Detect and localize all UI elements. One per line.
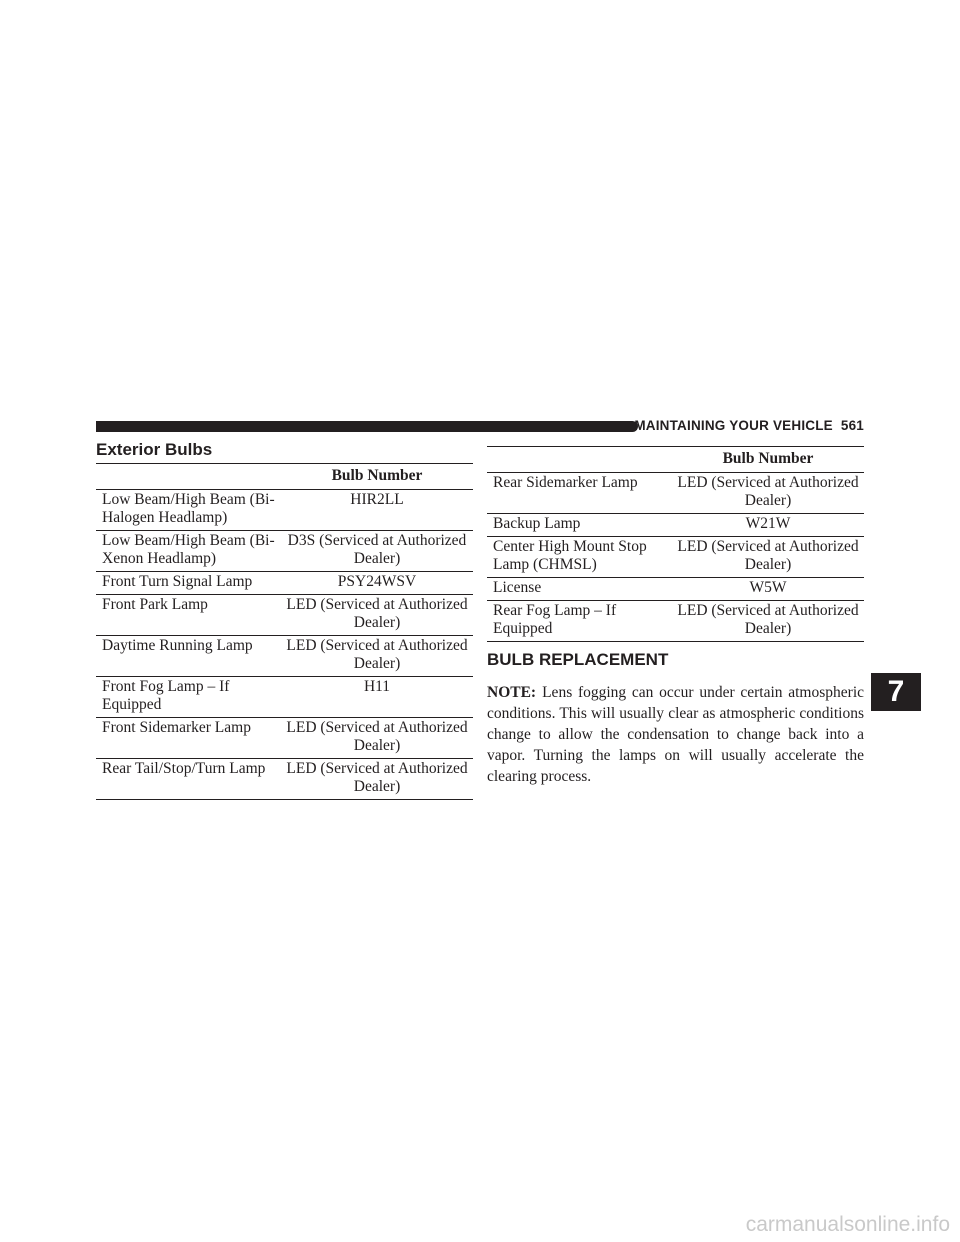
- bulb-number: PSY24WSV: [280, 571, 473, 595]
- bulb-number: HIR2LL: [280, 489, 473, 531]
- bulb-number: W5W: [671, 577, 864, 601]
- table-row: Rear Sidemarker Lamp LED (Serviced at Au…: [487, 472, 864, 514]
- lamp-name: Front Turn Signal Lamp: [96, 571, 280, 595]
- lamp-name: Rear Tail/Stop/Turn Lamp: [96, 758, 280, 800]
- bulb-replacement-heading: BULB REPLACEMENT: [487, 650, 669, 669]
- bulb-number: LED (Serviced at Authorized Dealer): [671, 536, 864, 578]
- lamp-name: License: [487, 577, 671, 601]
- table-row: Low Beam/High Beam (Bi-Xenon Headlamp) D…: [96, 530, 473, 572]
- table-row: Front Park Lamp LED (Serviced at Authori…: [96, 594, 473, 636]
- table-row: Backup Lamp W21W: [487, 513, 864, 537]
- bulb-number-header: Bulb Number: [280, 463, 473, 490]
- lamp-name: Daytime Running Lamp: [96, 635, 280, 677]
- bulb-number: LED (Serviced at Authorized Dealer): [280, 594, 473, 636]
- lamp-name: Backup Lamp: [487, 513, 671, 537]
- table-row: License W5W: [487, 577, 864, 601]
- table-row: Center High Mount Stop Lamp (CHMSL) LED …: [487, 536, 864, 578]
- exterior-bulbs-title: Exterior Bulbs: [96, 440, 213, 459]
- table-row: Low Beam/High Beam (Bi-Halogen Headlamp)…: [96, 489, 473, 531]
- bulb-number: LED (Serviced at Authorized Dealer): [671, 600, 864, 642]
- table-row: Front Sidemarker Lamp LED (Serviced at A…: [96, 717, 473, 759]
- chapter-tab: 7: [871, 673, 921, 711]
- bulb-number: LED (Serviced at Authorized Dealer): [280, 635, 473, 677]
- lamp-name: Low Beam/High Beam (Bi-Halogen Headlamp): [96, 489, 280, 531]
- lamp-name: Rear Fog Lamp – If Equipped: [487, 600, 671, 642]
- lamp-name: Front Park Lamp: [96, 594, 280, 636]
- table-header-row: Bulb Number: [487, 446, 864, 473]
- table-row: Front Turn Signal Lamp PSY24WSV: [96, 571, 473, 595]
- bulb-number-header: Bulb Number: [671, 446, 864, 473]
- table-row: Daytime Running Lamp LED (Serviced at Au…: [96, 635, 473, 677]
- table-row: Rear Tail/Stop/Turn Lamp LED (Serviced a…: [96, 758, 473, 800]
- note-label: NOTE:: [487, 684, 537, 701]
- table-row: Front Fog Lamp – If Equipped H11: [96, 676, 473, 718]
- bulb-number: LED (Serviced at Authorized Dealer): [671, 472, 864, 514]
- bulb-replacement-note: NOTE:Lens fogging can occur under certai…: [487, 682, 864, 787]
- watermark: carmanualsonline.info: [745, 1213, 950, 1236]
- lamp-name: Center High Mount Stop Lamp (CHMSL): [487, 536, 671, 578]
- note-text: Lens fogging can occur under certain atm…: [487, 684, 864, 785]
- blank-header-cell: [487, 446, 671, 473]
- page-number: 561: [840, 418, 864, 433]
- bulb-number: LED (Serviced at Authorized Dealer): [280, 758, 473, 800]
- header-section: MAINTAINING YOUR VEHICLE: [634, 418, 833, 433]
- bulb-number: W21W: [671, 513, 864, 537]
- lamp-name: Low Beam/High Beam (Bi-Xenon Headlamp): [96, 530, 280, 572]
- bulb-number: H11: [280, 676, 473, 718]
- running-header: MAINTAINING YOUR VEHICLE 561: [634, 418, 864, 433]
- table-row: Rear Fog Lamp – If Equipped LED (Service…: [487, 600, 864, 642]
- blank-header-cell: [96, 463, 280, 490]
- lamp-name: Rear Sidemarker Lamp: [487, 472, 671, 514]
- lamp-name: Front Fog Lamp – If Equipped: [96, 676, 280, 718]
- bulb-number: D3S (Serviced at Authorized Dealer): [280, 530, 473, 572]
- bulb-number: LED (Serviced at Authorized Dealer): [280, 717, 473, 759]
- exterior-bulbs-table-continued: Bulb Number Rear Sidemarker Lamp LED (Se…: [487, 446, 864, 642]
- table-header-row: Bulb Number: [96, 463, 473, 490]
- lamp-name: Front Sidemarker Lamp: [96, 717, 280, 759]
- header-rule: [96, 421, 638, 432]
- exterior-bulbs-table: Bulb Number Low Beam/High Beam (Bi-Halog…: [96, 463, 473, 800]
